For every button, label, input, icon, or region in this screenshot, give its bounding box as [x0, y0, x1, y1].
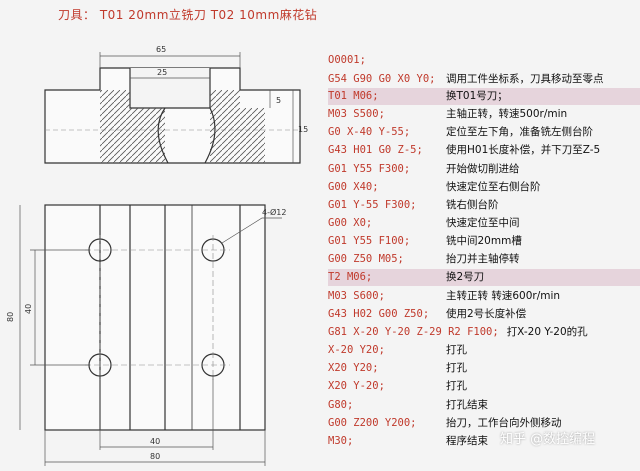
dim-bottom-outer: 80 [150, 452, 160, 461]
program-code: G01 Y55 F100; [328, 235, 411, 247]
program-code: O0001; [328, 54, 366, 66]
program-comment: 快速定位至右侧台阶 [446, 181, 541, 193]
program-line: G54 G90 G0 X0 Y0; 调用工件坐标系，刀具移动至零点 [328, 71, 640, 88]
program-line: X20 Y20; 打孔 [328, 360, 640, 377]
program-line: M03 S600; 主转正转 转速600r/min [328, 288, 640, 305]
dim-left-outer: 80 [6, 312, 15, 322]
break-line [157, 107, 169, 164]
section-dimensions [99, 52, 294, 163]
program-comment: 抬刀并主轴停转 [446, 253, 520, 265]
program-code: M03 S500; [328, 108, 385, 120]
program-comment: 快速定位至中间 [446, 217, 520, 229]
program-comment: 抬刀，工作台向外侧移动 [446, 417, 562, 429]
program-comment: 换T01号刀； [446, 90, 508, 102]
program-code: G01 Y55 F300; [328, 163, 411, 175]
program-comment: 打孔 [446, 344, 467, 356]
program-code: G01 Y-55 F300; [328, 199, 417, 211]
program-comment: 主轴正转，转速500r/min [446, 108, 568, 120]
program-code: X-20 Y20; [328, 344, 385, 356]
program-code: G54 G90 G0 X0 Y0; [328, 73, 436, 85]
section-slot [129, 68, 211, 109]
plan-bottom-dimensions [44, 375, 266, 466]
program-line: T01 M06; 换T01号刀； [328, 88, 640, 105]
hatch-left [100, 90, 165, 163]
part-drawing: 65 25 5 15 4-Ø12 80 40 4 [6, 45, 308, 466]
program-code: G43 H01 G0 Z-5; [328, 144, 423, 156]
center-lines [85, 235, 230, 380]
program-line: G43 H02 G00 Z50; 使用2号长度补偿 [328, 306, 640, 323]
program-code: X20 Y20; [328, 362, 379, 374]
program-line: G00 X0; 快速定位至中间 [328, 215, 640, 232]
dim-right-small: 5 [276, 96, 281, 105]
program-code: G43 H02 G00 Z50; [328, 308, 430, 320]
program-line: X20 Y-20; 打孔 [328, 378, 640, 395]
program-comment: 铣中间20mm槽 [446, 235, 522, 247]
program-comment: 主转正转 转速600r/min [446, 290, 561, 302]
program-comment: 使用2号长度补偿 [446, 308, 527, 320]
program-line: T2 M06; 换2号刀 [328, 269, 640, 286]
program-code: M03 S600; [328, 290, 385, 302]
program-line: M03 S500; 主轴正转，转速500r/min [328, 106, 640, 123]
hatch-right [210, 90, 265, 163]
program-code: G81 X-20 Y-20 Z-29 R2 F100; [328, 326, 499, 338]
program-line: G01 Y55 F100; 铣中间20mm槽 [328, 233, 640, 250]
program-comment: 打孔结束 [446, 399, 488, 411]
program-comment: 换2号刀 [446, 271, 485, 283]
dim-slot-width: 25 [157, 68, 167, 77]
program-comment: 使用H01长度补偿，并下刀至Z-5 [446, 144, 601, 156]
program-comment: 打孔 [446, 380, 467, 392]
program-code: G00 Z200 Y200; [328, 417, 417, 429]
plan-left-dimensions [19, 205, 90, 430]
dim-left-inner: 40 [24, 304, 33, 314]
dim-right-height: 15 [298, 125, 308, 134]
hole-leader [221, 217, 282, 244]
break-line-2 [204, 107, 216, 164]
program-line: G01 Y55 F300; 开始做切削进给 [328, 161, 640, 178]
program-line: G00 Z50 M05; 抬刀并主轴停转 [328, 251, 640, 268]
program-comment: 打X-20 Y-20的孔 [506, 326, 588, 338]
program-code: G00 X0; [328, 217, 373, 229]
program-line: G43 H01 G0 Z-5; 使用H01长度补偿，并下刀至Z-5 [328, 142, 640, 159]
plan-view [44, 204, 266, 431]
dim-bottom-inner: 40 [150, 437, 160, 446]
program-code: X20 Y-20; [328, 380, 385, 392]
program-code: T01 M06; [328, 90, 379, 102]
section-view [44, 67, 301, 164]
program-line: G81 X-20 Y-20 Z-29 R2 F100; 打X-20 Y-20的孔 [328, 324, 640, 341]
dim-top-width: 65 [156, 45, 166, 54]
program-comment: 定位至左下角，准备铣左侧台阶 [446, 126, 593, 138]
program-line: M30; 程序结束 [328, 433, 640, 450]
program-line: G00 X40; 快速定位至右侧台阶 [328, 179, 640, 196]
watermark: 知乎 @数控编程 [500, 432, 596, 447]
program-code: G0 X-40 Y-55; [328, 126, 411, 138]
hole-callout: 4-Ø12 [262, 207, 286, 217]
program-line: X-20 Y20; 打孔 [328, 342, 640, 359]
program-code: T2 M06; [328, 271, 373, 283]
program-comment: 打孔 [446, 362, 467, 374]
program-code: M30; [328, 435, 354, 447]
program-line: G01 Y-55 F300; 铣右侧台阶 [328, 197, 640, 214]
tool-list-header: 刀具： T01 20mm立铣刀 T02 10mm麻花钻 [58, 8, 318, 22]
program-line: O0001; [328, 52, 640, 69]
program-comment: 开始做切削进给 [446, 163, 520, 175]
plan-outline [44, 204, 266, 431]
program-line: G80; 打孔结束 [328, 397, 640, 414]
program-code: G00 X40; [328, 181, 379, 193]
program-code: G80; [328, 399, 354, 411]
program-code: G00 Z50 M05; [328, 253, 404, 265]
program-comment: 程序结束 [446, 435, 488, 447]
program-comment: 铣右侧台阶 [446, 199, 499, 211]
program-comment: 调用工件坐标系，刀具移动至零点 [446, 73, 604, 85]
program-line: G00 Z200 Y200; 抬刀，工作台向外侧移动 [328, 415, 640, 432]
program-line: G0 X-40 Y-55; 定位至左下角，准备铣左侧台阶 [328, 124, 640, 141]
